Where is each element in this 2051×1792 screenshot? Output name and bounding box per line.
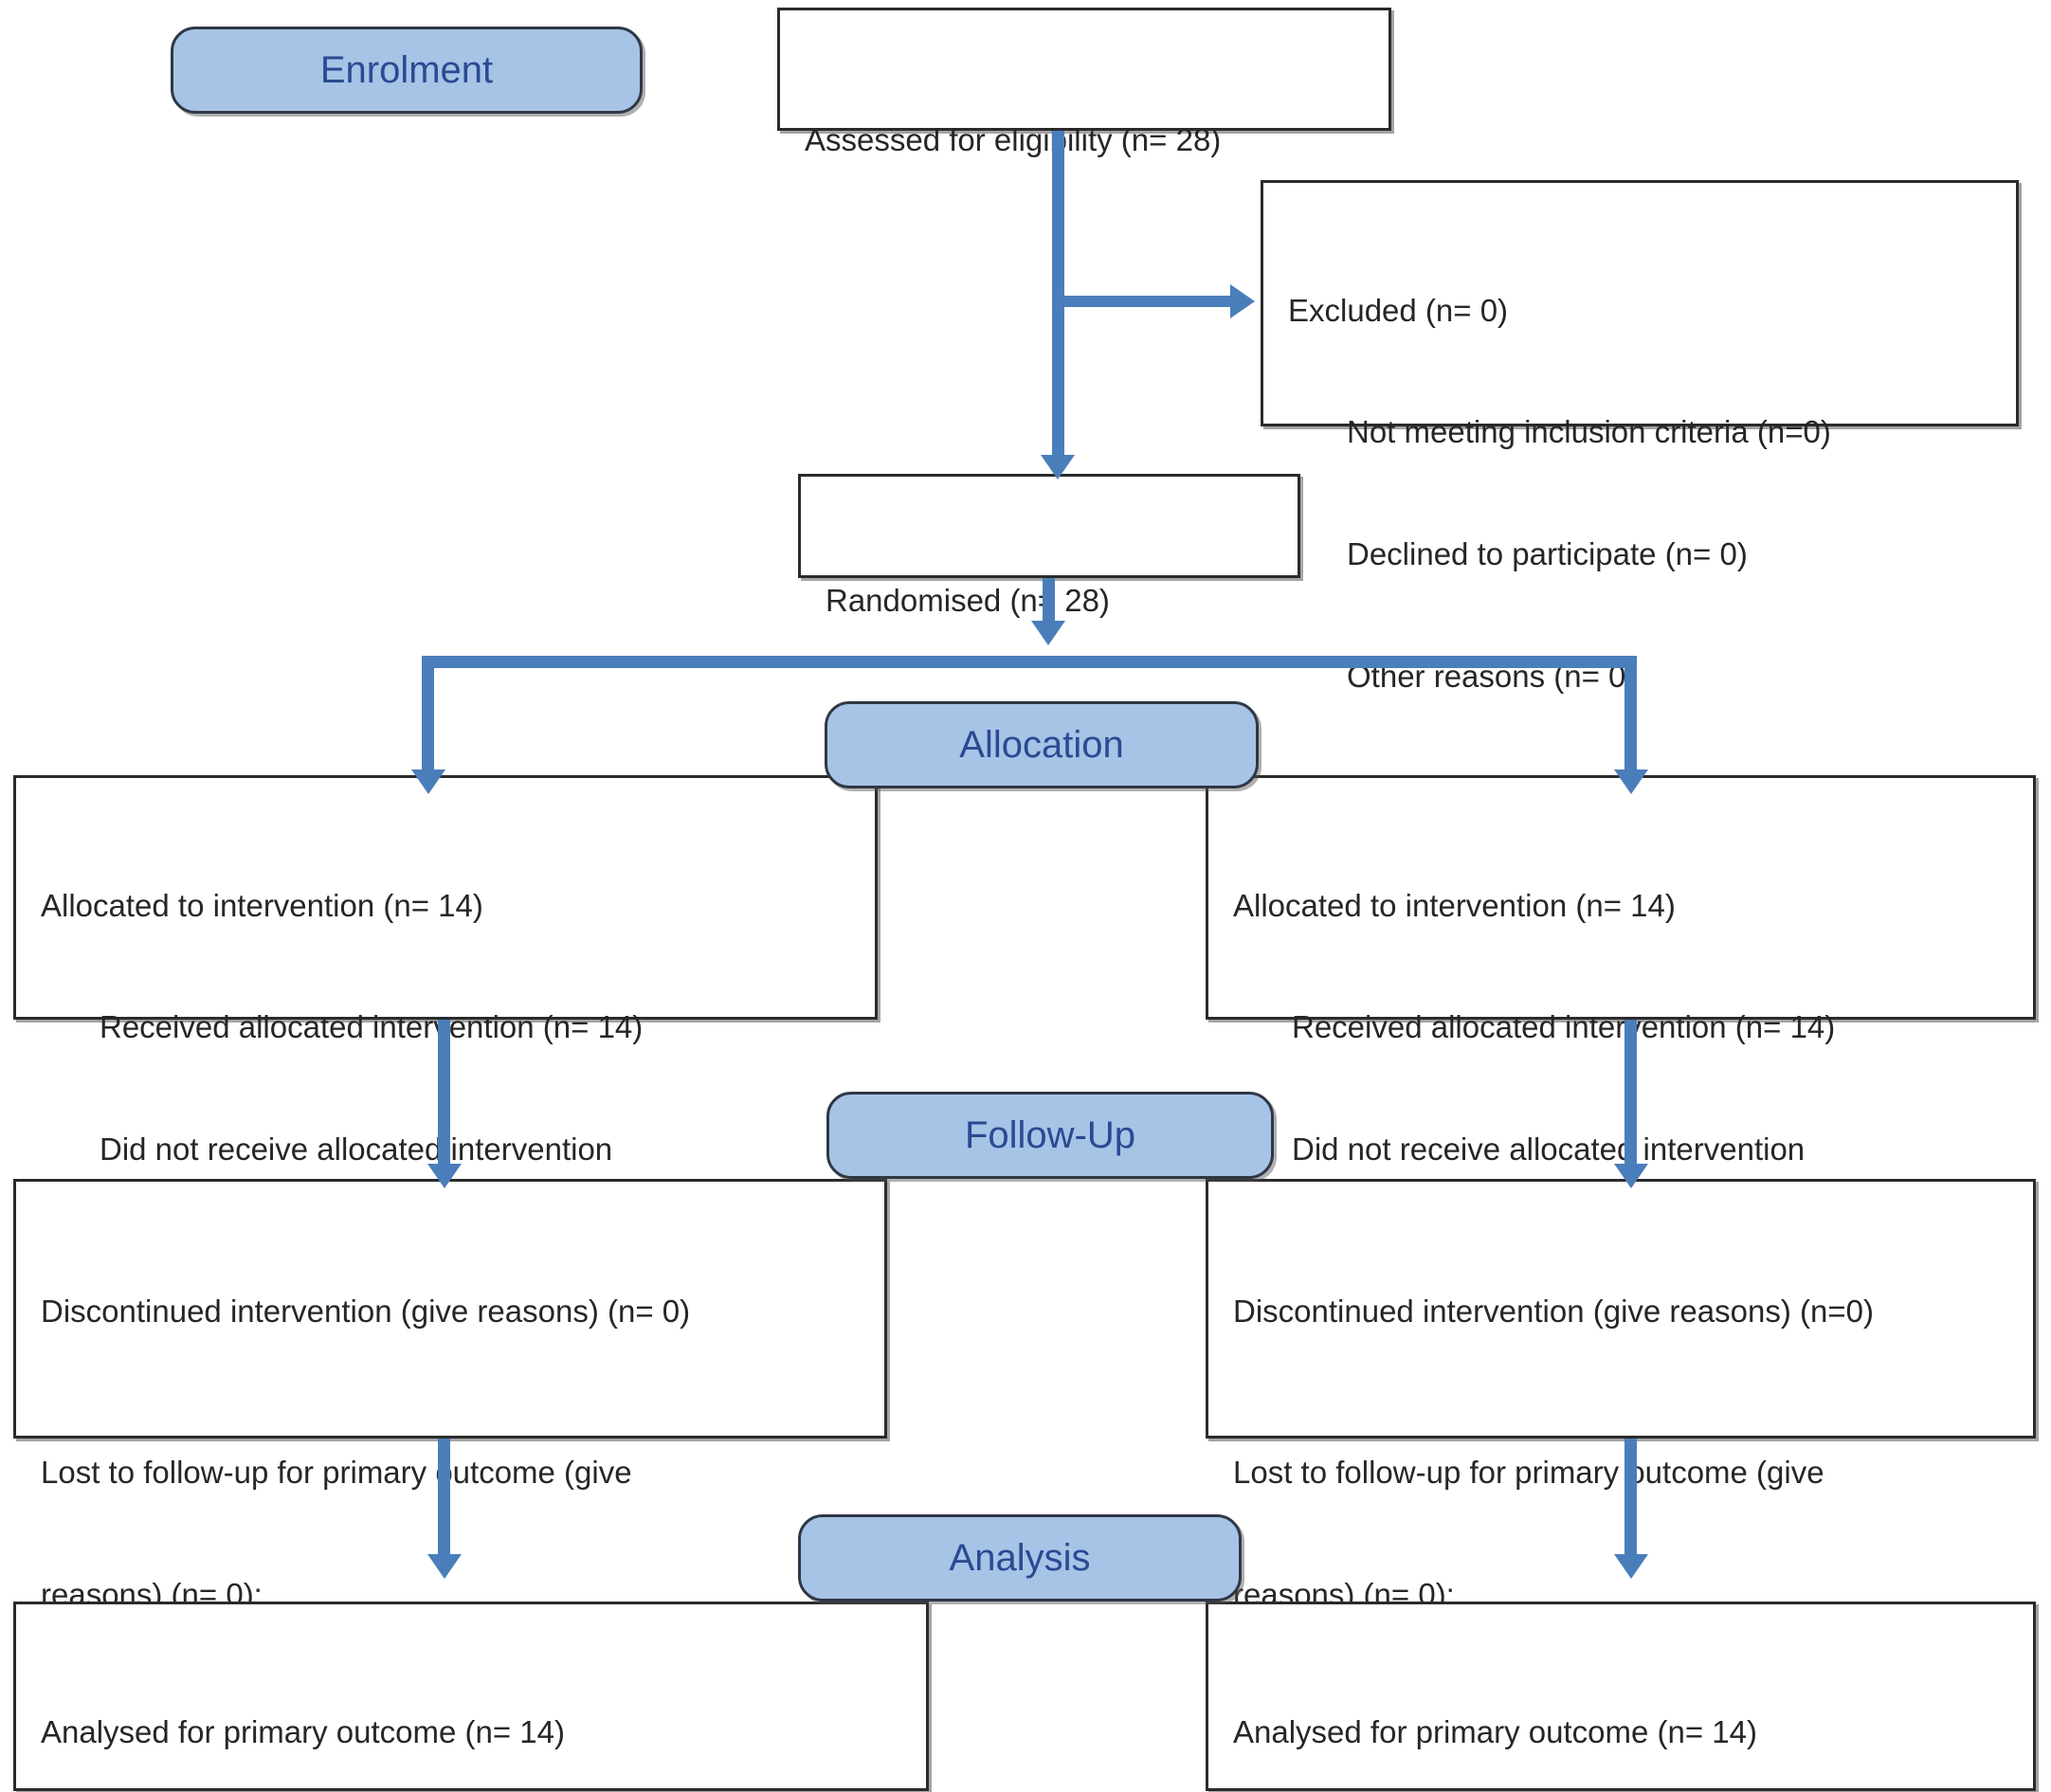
stage-badge-follow-up: Follow-Up xyxy=(826,1092,1274,1179)
box-assessed-for-eligibility: Assessed for eligibility (n= 28) xyxy=(777,8,1391,157)
text-line: Analysed for primary outcome (n= 14) xyxy=(1233,1713,1757,1749)
stage-badge-analysis-label: Analysis xyxy=(949,1536,1091,1579)
text-line: Assessed for eligibility (n= 28) xyxy=(805,121,1222,157)
box-followup-right-text: Discontinued intervention (give reasons)… xyxy=(1233,1210,2020,1697)
box-allocated-left: Allocated to intervention (n= 14) Receiv… xyxy=(13,775,878,1289)
box-excluded-text: Excluded (n= 0) Not meeting inclusion cr… xyxy=(1288,209,2003,778)
text-line: Randomised (n= 28) xyxy=(826,582,1110,618)
text-line: Did not receive allocated intervention xyxy=(100,1131,613,1168)
arrowhead-followup-left xyxy=(427,1164,462,1188)
text-line: Excluded (n= 0) xyxy=(1288,292,1509,328)
connector-alloc-left-to-followup xyxy=(438,1020,450,1171)
stage-badge-follow-up-label: Follow-Up xyxy=(964,1113,1136,1156)
text-line: Not meeting inclusion criteria (n=0) xyxy=(1347,414,1831,450)
box-followup-left-text: Discontinued intervention (give reasons)… xyxy=(41,1210,871,1697)
text-line: Discontinued intervention (give reasons)… xyxy=(1233,1293,1874,1329)
connector-followup-right-to-analysis xyxy=(1624,1439,1637,1562)
box-followup-right: Discontinued intervention (give reasons)… xyxy=(1206,1179,2036,1612)
box-assessed-text: Assessed for eligibility (n= 28) xyxy=(805,39,1375,242)
connector-split-right-drop xyxy=(1624,656,1637,777)
box-randomised-text: Randomised (n= 28) xyxy=(826,499,1284,702)
box-analysis-right: Analysed for primary outcome (n= 14) Exc… xyxy=(1206,1602,2036,1791)
text-line: Received allocated intervention (n= 14) xyxy=(1292,1009,1836,1045)
box-excluded: Excluded (n= 0) Not meeting inclusion cr… xyxy=(1261,180,2019,694)
connector-followup-left-to-analysis xyxy=(438,1439,450,1562)
arrowhead-followup-right xyxy=(1614,1164,1648,1188)
box-randomised: Randomised (n= 28) xyxy=(798,474,1300,618)
box-analysis-left: Analysed for primary outcome (n= 14) Exc… xyxy=(13,1602,929,1791)
text-line: Lost to follow-up for primary outcome (g… xyxy=(1233,1455,1824,1491)
text-line: Discontinued intervention (give reasons)… xyxy=(41,1293,691,1329)
stage-badge-allocation-label: Allocation xyxy=(959,723,1124,766)
box-analysis-right-text: Analysed for primary outcome (n= 14) Exc… xyxy=(1233,1631,2020,1792)
arrowhead-randomised-split xyxy=(1031,621,1065,645)
connector-split-left-drop xyxy=(422,656,434,777)
stage-badge-allocation: Allocation xyxy=(825,701,1259,788)
stage-badge-enrolment-label: Enrolment xyxy=(319,48,494,91)
text-line: Received allocated intervention (n= 14) xyxy=(100,1009,644,1045)
text-line: Allocated to intervention (n= 14) xyxy=(41,887,483,923)
text-line: Allocated to intervention (n= 14) xyxy=(1233,887,1676,923)
text-line: Analysed for primary outcome (n= 14) xyxy=(41,1713,565,1749)
arrowhead-analysis-right xyxy=(1614,1554,1648,1579)
box-followup-left: Discontinued intervention (give reasons)… xyxy=(13,1179,887,1612)
connector-alloc-right-to-followup xyxy=(1624,1020,1637,1171)
arrowhead-analysis-left xyxy=(427,1554,462,1579)
connector-randomised-down xyxy=(1043,578,1055,627)
text-line: Declined to participate (n= 0) xyxy=(1347,536,1748,572)
arrowhead-to-excluded xyxy=(1230,284,1255,318)
stage-badge-enrolment: Enrolment xyxy=(171,27,643,114)
arrowhead-allocation-left xyxy=(411,769,445,794)
stage-badge-analysis: Analysis xyxy=(798,1514,1242,1602)
text-line: Lost to follow-up for primary outcome (g… xyxy=(41,1455,632,1491)
box-analysis-left-text: Analysed for primary outcome (n= 14) Exc… xyxy=(41,1631,913,1792)
connector-split-horizontal xyxy=(422,656,1637,668)
arrowhead-to-randomised xyxy=(1041,455,1075,480)
box-allocated-right: Allocated to intervention (n= 14) Receiv… xyxy=(1206,775,2036,1289)
text-line: Did not receive allocated intervention xyxy=(1292,1131,1806,1168)
connector-trunk-to-excluded xyxy=(1064,296,1235,307)
connector-assessed-to-randomised xyxy=(1052,131,1064,461)
arrowhead-allocation-right xyxy=(1614,769,1648,794)
